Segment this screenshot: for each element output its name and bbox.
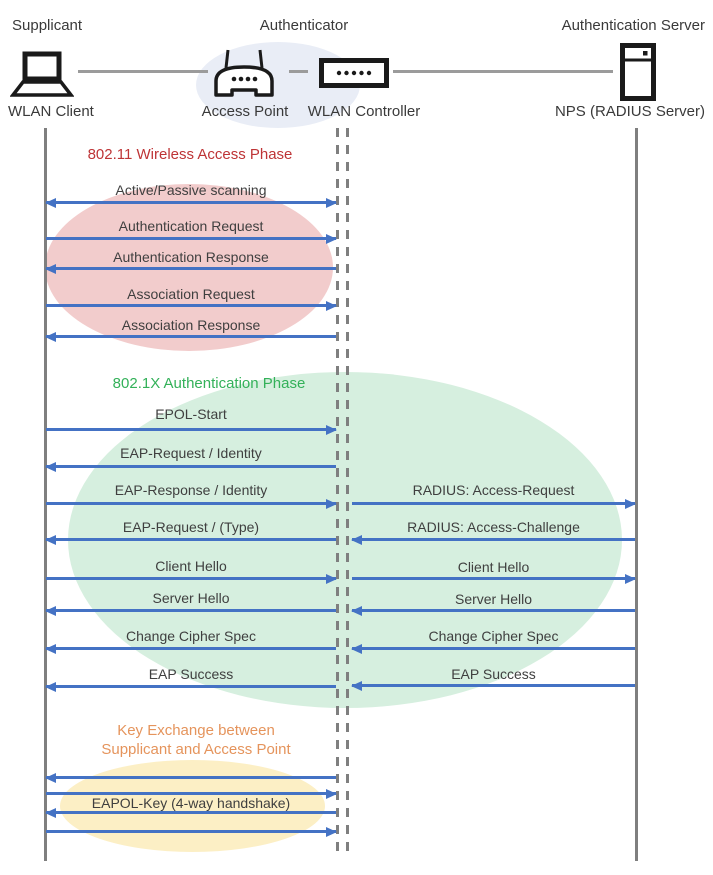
message-label: Server Hello: [454, 591, 533, 607]
message-label: Client Hello: [457, 559, 530, 575]
message-label: Association Request: [127, 286, 255, 302]
phase3-title-line2: Supplicant and Access Point: [101, 741, 291, 758]
message-label: EAP Success: [451, 666, 536, 682]
nps-label: NPS (RADIUS Server): [554, 103, 705, 120]
access-point-label: Access Point: [201, 103, 289, 120]
message-arrow: [352, 577, 635, 580]
message-label: Association Response: [121, 317, 261, 333]
handshake-arrow-4: [46, 830, 336, 833]
lifeline-auth-server: [635, 128, 638, 861]
message-label: RADIUS: Access-Request: [412, 482, 575, 498]
message-label: EAP-Request / (Type): [122, 519, 260, 535]
message-arrow: [46, 267, 336, 270]
authenticator-role-label: Authenticator: [259, 17, 349, 34]
handshake-arrow-1: [46, 776, 336, 779]
message-label: Server Hello: [152, 590, 230, 606]
message-arrow: [46, 304, 336, 307]
message-arrow: [352, 609, 635, 612]
phase1-title: 802.11 Wireless Access Phase: [87, 146, 293, 163]
connector-ap-controller: [289, 70, 308, 73]
message-label: Authentication Response: [113, 249, 269, 265]
message-label: RADIUS: Access-Challenge: [407, 519, 580, 535]
message-arrow: [46, 577, 336, 580]
connector-controller-server: [393, 70, 613, 73]
key-exchange-label: EAPOL-Key (4-way handshake): [91, 795, 291, 811]
message-label: Change Cipher Spec: [428, 628, 559, 644]
phase2-title: 802.1X Authentication Phase: [112, 375, 306, 392]
message-arrow: [352, 502, 635, 505]
wlan-controller-label: WLAN Controller: [307, 103, 421, 120]
wlan-client-label: WLAN Client: [8, 103, 94, 120]
message-label: EPOL-Start: [155, 406, 227, 422]
supplicant-role-label: Supplicant: [12, 17, 83, 34]
message-arrow: [46, 428, 336, 431]
message-label: EAP Success: [148, 666, 234, 682]
message-label: Client Hello: [155, 558, 227, 574]
server-icon: [620, 43, 656, 106]
lifeline-authenticator-dash-1: [336, 128, 339, 852]
connector-client-ap: [78, 70, 208, 73]
message-arrow: [46, 201, 336, 204]
message-label: Authentication Request: [118, 218, 264, 234]
message-label: EAP-Response / Identity: [114, 482, 268, 498]
message-label: Active/Passive scanning: [115, 182, 267, 198]
message-arrow: [46, 609, 336, 612]
message-arrow: [46, 335, 336, 338]
phase3-title: Key Exchange between Supplicant and Acce…: [76, 721, 316, 759]
message-arrow: [352, 684, 635, 687]
auth-server-role-label: Authentication Server: [561, 17, 705, 34]
wlan-controller-icon: [319, 58, 389, 93]
message-arrow: [352, 647, 635, 650]
message-arrow: [46, 502, 336, 505]
laptop-icon: [9, 50, 75, 103]
message-label: EAP-Request / Identity: [120, 445, 262, 461]
lifeline-authenticator-dash-2: [346, 128, 349, 852]
message-arrow: [46, 465, 336, 468]
lifeline-supplicant: [44, 128, 47, 861]
message-label: Change Cipher Spec: [126, 628, 256, 644]
access-point-icon: [211, 47, 277, 106]
message-arrow: [46, 685, 336, 688]
phase3-title-line1: Key Exchange between: [117, 722, 275, 739]
message-arrow: [352, 538, 635, 541]
message-arrow: [46, 647, 336, 650]
message-arrow: [46, 237, 336, 240]
handshake-arrow-2: [46, 792, 336, 795]
handshake-arrow-3: [46, 811, 336, 814]
message-arrow: [46, 538, 336, 541]
